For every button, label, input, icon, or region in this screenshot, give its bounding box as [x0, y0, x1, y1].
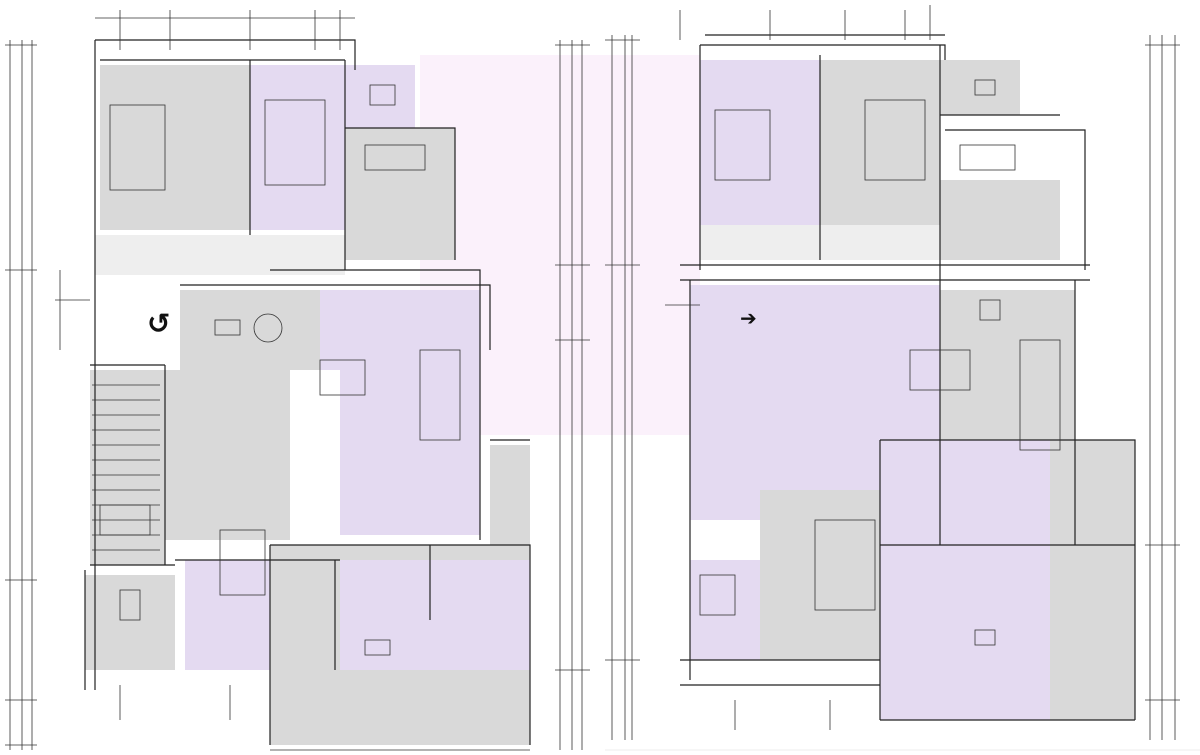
room-store-2	[1050, 440, 1135, 720]
room-bedroom-2	[250, 65, 345, 230]
room-utility	[340, 560, 530, 670]
right-floor-plan: ➔	[555, 5, 1180, 750]
wall-lines	[680, 34, 1136, 721]
staircase	[90, 370, 165, 565]
room-kitchen	[165, 370, 290, 540]
room-bedroom-1	[100, 65, 250, 230]
dimension-lines-right	[555, 5, 1180, 750]
dimension-lines-left	[5, 10, 530, 751]
room-hall	[180, 290, 320, 370]
north-arrow-icon: ➔	[740, 306, 757, 330]
furniture	[99, 84, 461, 656]
room-storage	[490, 445, 530, 545]
furniture	[699, 79, 1061, 646]
room-wc	[85, 575, 175, 670]
room-entry-2	[690, 560, 760, 660]
north-arrow-icon: ↺	[147, 307, 170, 340]
left-floor-plan: ↺	[5, 10, 531, 751]
room-bedroom-3	[700, 60, 820, 240]
hatched-terrace	[95, 235, 345, 275]
room-hall-2	[760, 490, 880, 660]
room-bath	[345, 65, 415, 128]
room-dressing	[940, 180, 1060, 260]
room-bath-2	[940, 60, 1020, 115]
room-lounge	[880, 440, 1050, 720]
wall-lines	[84, 39, 531, 745]
room-closet	[345, 128, 455, 260]
room-dining	[340, 350, 480, 535]
